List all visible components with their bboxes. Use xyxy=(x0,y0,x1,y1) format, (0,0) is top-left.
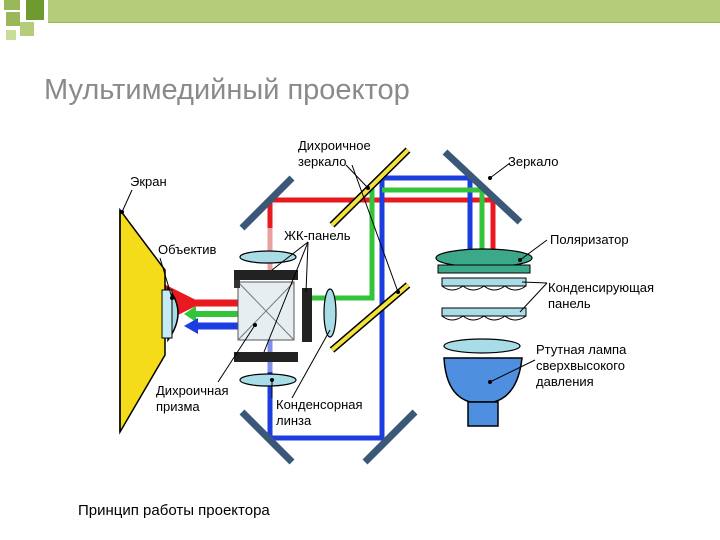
objective-body xyxy=(161,289,173,339)
leader-lines xyxy=(121,162,548,399)
leader-polarizer xyxy=(519,239,548,261)
decor-bar-top xyxy=(48,0,720,22)
prism-diagonal xyxy=(237,281,295,341)
dot xyxy=(488,176,492,180)
dot xyxy=(253,323,257,327)
dot xyxy=(120,210,124,214)
dot xyxy=(170,296,174,300)
lamp-base xyxy=(467,401,499,427)
lcd-panel-top xyxy=(234,270,298,280)
mirror-top-left xyxy=(239,175,295,231)
polarizer-lens xyxy=(435,248,533,268)
leader-screen xyxy=(121,189,133,213)
condenser-panel-top xyxy=(441,277,527,287)
lcd-panel-bottom xyxy=(234,352,298,362)
leader-condenser-panel xyxy=(521,281,548,284)
label-condenser-panel-2: панель xyxy=(548,296,591,311)
leader-objective xyxy=(159,257,173,299)
label-condenser-panel-1: Конденсирующая xyxy=(548,280,654,295)
lcd-panel-right xyxy=(302,288,312,342)
label-lcd-panel: ЖК-панель xyxy=(284,228,351,243)
mercury-lamp xyxy=(443,357,523,403)
corner-decoration xyxy=(4,0,720,40)
leader-condenser-lens xyxy=(291,329,331,399)
leader-dots xyxy=(120,176,522,384)
leader-lcd xyxy=(271,241,309,271)
polarizer-plate xyxy=(437,264,531,274)
leader-lcd xyxy=(263,241,309,353)
label-condenser-lens-1: Конденсорная xyxy=(276,397,363,412)
leader-dichroic xyxy=(351,164,399,293)
dot xyxy=(518,258,522,262)
decor-square xyxy=(4,0,20,10)
label-mirror: Зеркало xyxy=(508,154,558,169)
green-arrow-head xyxy=(184,306,196,322)
lamp-lens xyxy=(443,338,521,354)
label-dichroic-prism-2: призма xyxy=(156,399,200,414)
condenser-panel-top-bumps xyxy=(441,285,527,291)
condenser-panel-bottom xyxy=(441,307,527,317)
label-condenser-lens-2: линза xyxy=(276,413,312,428)
label-dichroic-mirror-1: Дихроичное xyxy=(298,138,371,153)
label-screen: Экран xyxy=(130,174,167,189)
leader-mirror xyxy=(489,162,511,179)
decor-square xyxy=(6,12,20,26)
dot xyxy=(488,380,492,384)
label-objective: Объектив xyxy=(158,242,217,257)
blue-arrow-head xyxy=(184,318,198,334)
mirror-bottom-right xyxy=(362,409,418,465)
condenser-lens-right xyxy=(323,288,337,338)
label-mercury-lamp-3: давления xyxy=(536,374,594,389)
condenser-lens-top xyxy=(239,250,297,264)
label-dichroic-prism-1: Дихроичная xyxy=(156,383,229,398)
label-polarizer: Поляризатор xyxy=(550,232,629,247)
condenser-panel-bottom-bumps xyxy=(441,315,527,321)
dot xyxy=(270,378,274,382)
leader-condenser-panel xyxy=(519,282,548,313)
leader-prism xyxy=(217,324,256,383)
leader-lamp xyxy=(489,359,536,383)
condenser-lens-bottom xyxy=(239,373,297,387)
dichroic-mirror-bottom-fill xyxy=(330,283,410,352)
lcd-panel-top-bracket xyxy=(234,280,240,288)
mirror-top-right xyxy=(442,149,523,225)
decor-square xyxy=(6,30,16,40)
mirror-bottom-left xyxy=(239,409,295,465)
label-mercury-lamp-2: сверхвысокого xyxy=(536,358,625,373)
slide-title: Мультимедийный проектор xyxy=(44,74,410,106)
leader-lcd xyxy=(305,241,309,293)
decor-bar-bottom xyxy=(48,22,720,23)
decor-square xyxy=(26,0,44,20)
dot xyxy=(366,186,370,190)
diagram-caption: Принцип работы проектора xyxy=(78,502,270,519)
dichroic-mirror-top-fill xyxy=(330,148,410,227)
label-mercury-lamp-1: Ртутная лампа xyxy=(536,342,627,357)
decor-square xyxy=(20,22,34,36)
leader-dichroic xyxy=(345,164,369,189)
label-dichroic-mirror-2: зеркало xyxy=(298,154,346,169)
dot xyxy=(396,290,400,294)
